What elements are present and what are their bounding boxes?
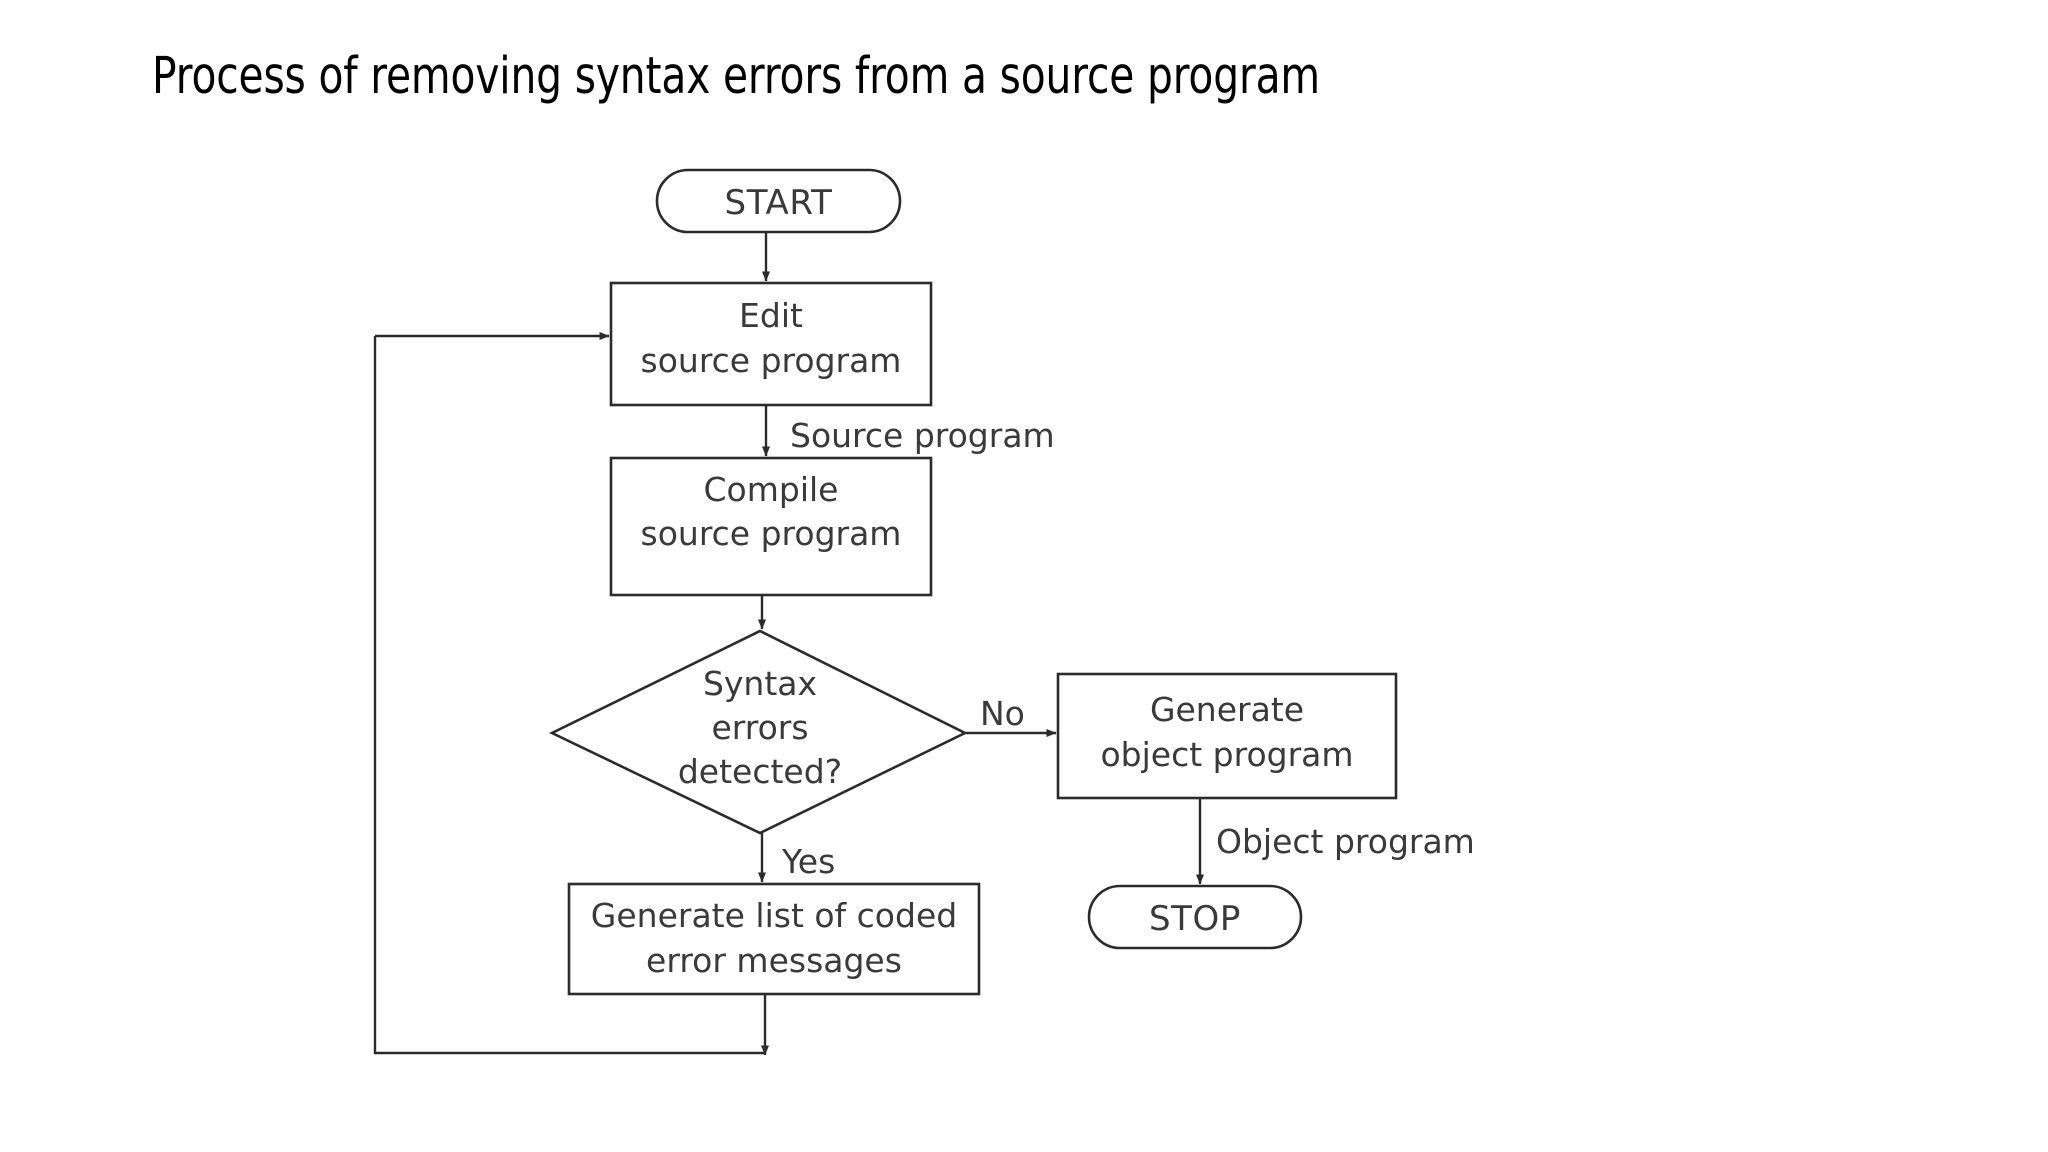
node-decision-shape xyxy=(549,629,968,835)
node-generate-object-shape xyxy=(1056,672,1398,800)
page-title: Process of removing syntax errors from a… xyxy=(152,47,1321,106)
node-generate-errors-shape xyxy=(567,882,981,996)
node-compile-shape xyxy=(609,456,933,597)
node-start-shape xyxy=(655,168,902,234)
edge-generate-errors-to-edit xyxy=(373,336,765,1055)
node-stop-shape xyxy=(1087,884,1303,950)
node-edit-shape xyxy=(609,281,933,407)
